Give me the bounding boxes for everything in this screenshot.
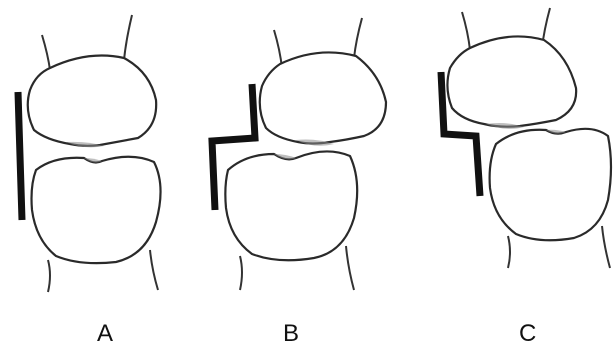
panel-b-upper-bone bbox=[260, 18, 386, 146]
panel-a-lower-bone bbox=[32, 157, 161, 292]
panel-c bbox=[441, 8, 611, 268]
panel-c-lower-bone bbox=[490, 129, 611, 268]
panel-label-a: A bbox=[97, 322, 113, 346]
panel-b-lower-bone bbox=[225, 151, 357, 290]
panel-c-upper-bone bbox=[447, 8, 576, 129]
panel-a-upper-bone bbox=[28, 15, 156, 147]
panel-label-b: B bbox=[283, 322, 299, 346]
panel-a-straight-alignment-bar bbox=[18, 92, 22, 220]
panel-label-c: C bbox=[519, 322, 536, 346]
panel-a bbox=[18, 15, 161, 292]
panel-b bbox=[212, 18, 386, 290]
